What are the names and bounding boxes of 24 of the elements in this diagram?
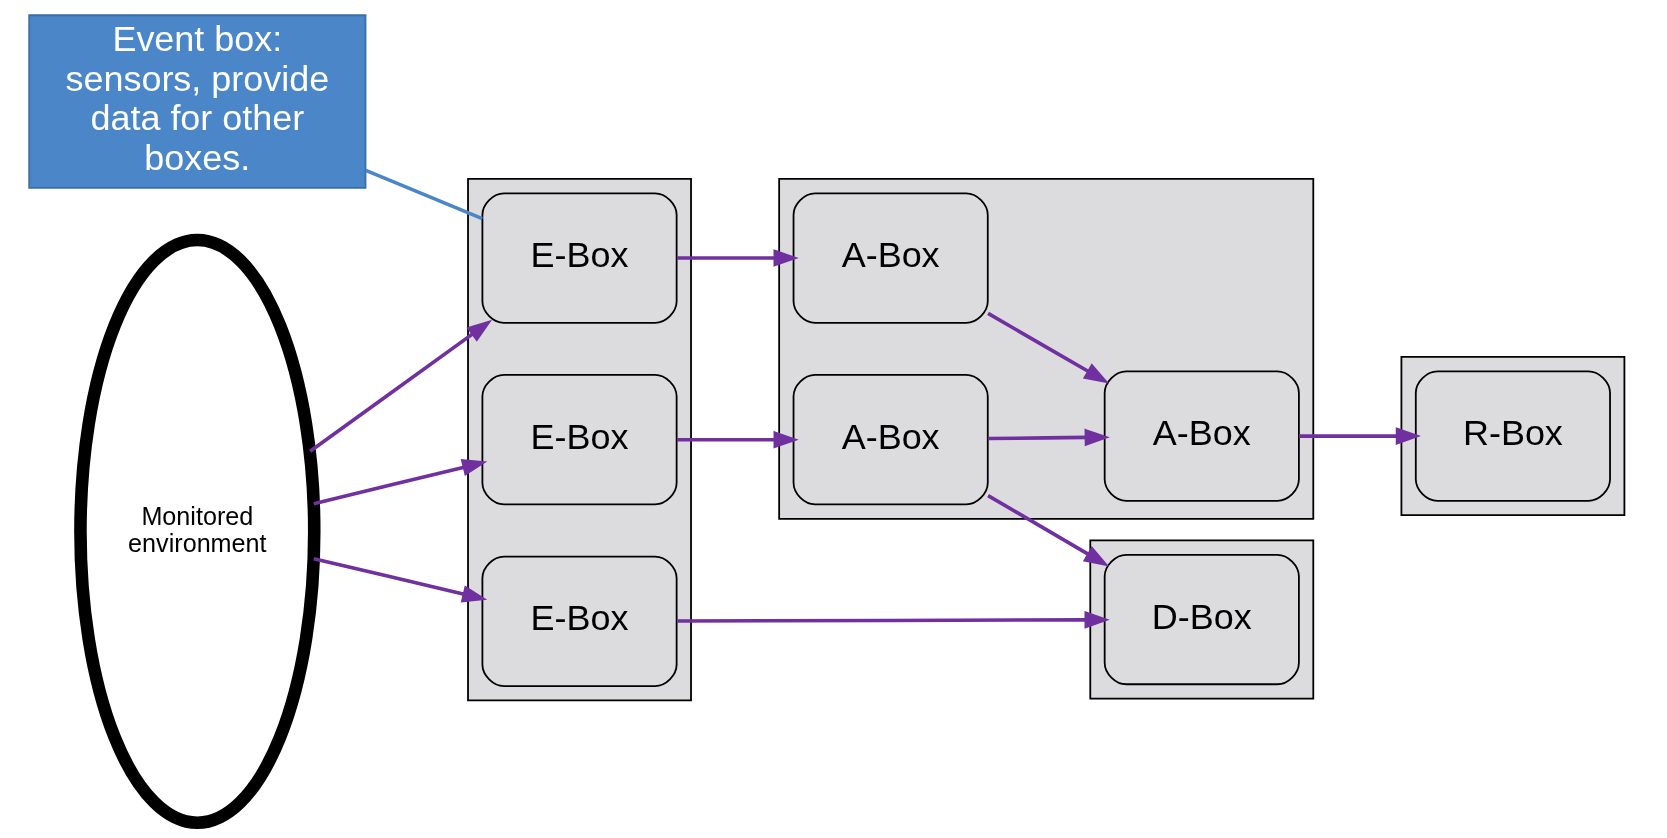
arrow	[308, 319, 492, 453]
cluster	[1400, 356, 1625, 517]
arrow	[987, 428, 1110, 447]
node-box: R-Box	[1414, 370, 1611, 502]
node-box: D-Box	[1103, 553, 1300, 686]
node-box: E-Box	[481, 192, 678, 324]
cluster	[1088, 539, 1314, 700]
node-box: E-Box	[481, 555, 678, 687]
node-box: A-Box	[1103, 370, 1300, 502]
node-box: Event box: sensors, provide data for other boxes.	[27, 14, 366, 189]
node-box: A-Box	[792, 192, 989, 324]
arrow	[676, 430, 799, 449]
node-box: E-Box	[481, 374, 678, 506]
arrow	[986, 311, 1109, 384]
arrow	[312, 556, 487, 603]
arrow	[676, 249, 799, 267]
arrow	[986, 494, 1109, 567]
arrow	[312, 458, 487, 506]
arrow	[1298, 427, 1421, 445]
connector	[364, 168, 483, 221]
cluster	[777, 178, 1314, 520]
node-ellipse: Monitored environment	[73, 233, 321, 830]
arrow	[676, 611, 1110, 629]
node-box: A-Box	[792, 374, 989, 506]
